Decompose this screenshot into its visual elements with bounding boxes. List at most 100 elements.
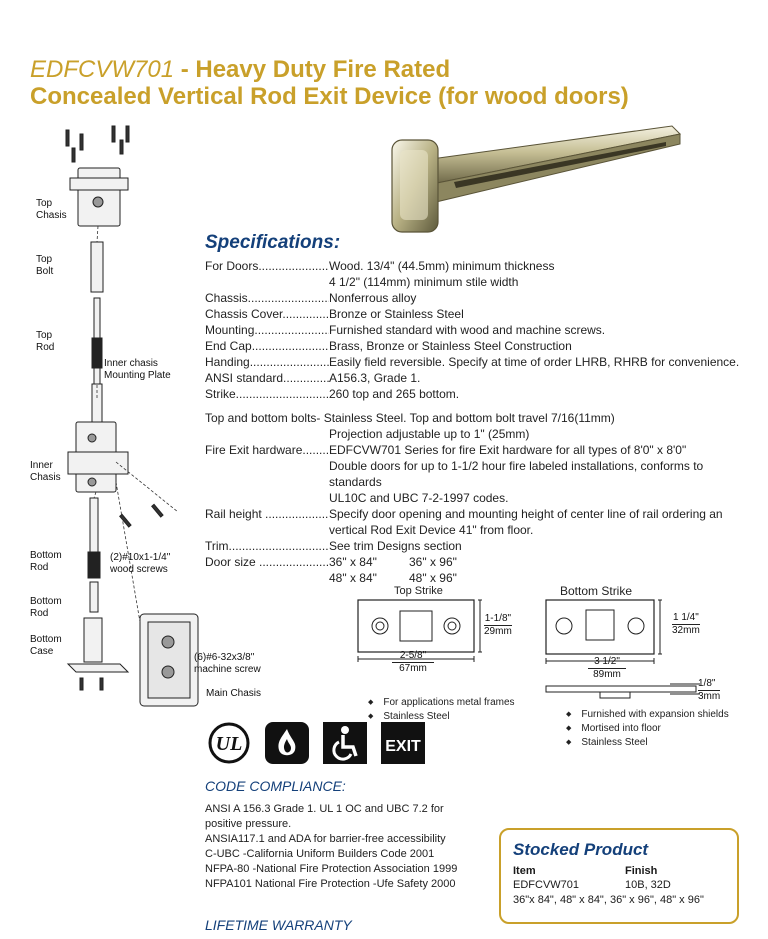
spec-label: Strike............................... xyxy=(205,387,329,401)
spec-value: A156.3, Grade 1. xyxy=(329,371,421,385)
spec-value: See trim Designs section xyxy=(329,539,462,553)
bottom-strike-width-frac: 3 1/2" xyxy=(588,656,626,669)
spec-row: Mounting..........................Furnis… xyxy=(205,322,755,338)
spec-row: For Doors.......................Wood. 13… xyxy=(205,258,755,274)
top-strike-height-mm: 29mm xyxy=(484,626,512,637)
spec-value: Wood. 13/4" (44.5mm) minimum thickness xyxy=(329,259,555,273)
label-bottom-rod-2: Bottom Rod xyxy=(30,596,62,619)
code-line: positive pressure. xyxy=(205,818,292,830)
spec-label: End Cap............................ xyxy=(205,339,329,353)
spec-row: Fire Exit hardware..........EDFCVW701 Se… xyxy=(205,442,755,458)
fire-rated-icon xyxy=(265,722,309,764)
door-size: 36" x 84" xyxy=(329,555,377,569)
top-strike-width-frac: 2-5/8" xyxy=(392,650,434,663)
spec-bolts-line: Top and bottom bolts- Stainless Steel. T… xyxy=(205,411,615,425)
spec-row: vertical Rod Exit Device 41" from floor. xyxy=(205,522,755,538)
spec-value: vertical Rod Exit Device 41" from floor. xyxy=(329,523,534,537)
lifetime-warranty: LIFETIME WARRANTY xyxy=(205,917,352,933)
ul-icon-text: UL xyxy=(216,733,243,755)
bullet: Mortised into floor xyxy=(566,722,729,736)
spec-row: End Cap............................Brass… xyxy=(205,338,755,354)
stock-finish: 10B, 32D xyxy=(625,879,671,891)
exit-icon-text: EXIT xyxy=(385,738,421,755)
top-strike-width-mm: 67mm xyxy=(399,663,427,674)
label-top-bolt: Top Bolt xyxy=(36,254,54,277)
spec-value: UL10C and UBC 7-2-1997 codes. xyxy=(329,491,509,505)
spec-label xyxy=(205,490,329,506)
top-strike-height: 1-1/8" 29mm xyxy=(484,613,512,638)
page-title: EDFCVW701 - Heavy Duty Fire Rated Concea… xyxy=(30,56,750,110)
spec-label xyxy=(205,426,329,442)
label-inner-chasis: Inner Chasis xyxy=(30,460,61,483)
bullet: For applications metal frames xyxy=(368,696,514,710)
code-line: NFPA-80 -National Fire Protection Associ… xyxy=(205,863,458,875)
spec-label: Door size ....................... xyxy=(205,555,329,569)
spec-value: EDFCVW701 Series for fire Exit hardware … xyxy=(329,443,687,457)
ul-listed-icon: UL xyxy=(208,722,250,764)
spec-row: 4 1/2" (114mm) minimum stile width xyxy=(205,274,755,290)
bottom-strike-thick-frac: 1/8" xyxy=(698,678,721,691)
spec-row: Chassis Cover.................Bronze or … xyxy=(205,306,755,322)
code-compliance-list: ANSI A 156.3 Grade 1. UL 1 OC and UBC 7.… xyxy=(205,802,485,892)
bullet: Stainless Steel xyxy=(566,736,729,750)
spec-row: Handing.............................Easi… xyxy=(205,354,755,370)
spec-label: ANSI standard................ xyxy=(205,371,329,385)
bottom-strike-thick-mm: 3mm xyxy=(698,691,721,702)
bottom-strike-drawing xyxy=(545,599,700,699)
code-line: ANSIA117.1 and ADA for barrier-free acce… xyxy=(205,833,446,845)
title-model: EDFCVW701 xyxy=(30,56,175,83)
spec-value: Bronze or Stainless Steel xyxy=(329,307,464,321)
bottom-strike-title: Bottom Strike xyxy=(560,584,633,598)
spec-value: Easily field reversible. Specify at time… xyxy=(329,355,740,369)
finish-header: Finish xyxy=(625,865,658,877)
title-line2: Concealed Vertical Rod Exit Device (for … xyxy=(30,83,629,110)
spec-row-door-size: Door size ....................... 36" x … xyxy=(205,554,755,586)
top-strike-height-frac: 1-1/8" xyxy=(484,613,512,626)
spec-row: Double doors for up to 1-1/2 hour fire l… xyxy=(205,458,755,490)
code-compliance-heading: CODE COMPLIANCE: xyxy=(205,778,346,794)
spec-label: For Doors....................... xyxy=(205,259,329,273)
exploded-diagram xyxy=(65,125,199,707)
bullet: Stainless Steel xyxy=(368,710,515,724)
spec-value: 260 top and 265 bottom. xyxy=(329,387,460,401)
spec-value: Double doors for up to 1-1/2 hour fire l… xyxy=(329,459,704,489)
spec-row: Strike...............................260… xyxy=(205,386,755,402)
spec-label xyxy=(205,274,329,290)
spec-label: Fire Exit hardware.......... xyxy=(205,443,329,457)
spec-row: Rail height ...................Specify d… xyxy=(205,506,755,522)
bullet: Furnished with expansion shields xyxy=(566,708,728,722)
bottom-strike-bullets: Furnished with expansion shields Mortise… xyxy=(566,708,729,750)
spec-row: Chassis.............................Nonf… xyxy=(205,290,755,306)
spec-label: Handing............................. xyxy=(205,355,329,369)
code-line: NFPA101 National Fire Protection -Ufe Sa… xyxy=(205,878,456,890)
spec-value: Brass, Bronze or Stainless Steel Constru… xyxy=(329,339,572,353)
stock-sizes: 36"x 84", 48" x 84", 36" x 96", 48" x 96… xyxy=(513,894,704,906)
bottom-strike-height: 1 1/4" 32mm xyxy=(672,612,700,637)
spec-label: Chassis............................. xyxy=(205,291,329,305)
label-bottom-rod: Bottom Rod xyxy=(30,550,62,573)
spec-value: Furnished standard with wood and machine… xyxy=(329,323,606,337)
top-strike-width: 2-5/8" 67mm xyxy=(392,650,434,675)
door-size: 48" x 96" xyxy=(409,571,457,585)
spec-label: Mounting.......................... xyxy=(205,323,329,337)
label-wood-screws: (2)#10x1-1/4" wood screws xyxy=(110,552,171,575)
spec-row: UL10C and UBC 7-2-1997 codes. xyxy=(205,490,755,506)
code-line: C-UBC -California Uniform Builders Code … xyxy=(205,848,435,860)
stocked-product-heading: Stocked Product xyxy=(513,840,649,859)
stock-item-row: EDFCVW701 10B, 32D xyxy=(513,878,725,892)
bottom-strike-height-mm: 32mm xyxy=(672,625,700,636)
spec-label: Trim.................................. xyxy=(205,539,329,553)
bottom-strike-thickness: 1/8" 3mm xyxy=(698,678,721,703)
spec-row: Trim..................................Se… xyxy=(205,538,755,554)
bottom-strike-width-mm: 89mm xyxy=(593,669,621,680)
spec-row: Projection adjustable up to 1" (25mm) xyxy=(205,426,755,442)
spec-label: Rail height ................... xyxy=(205,507,329,521)
top-strike-bullets: For applications metal frames Stainless … xyxy=(368,696,515,724)
spec-value: Specify door opening and mounting height… xyxy=(329,507,723,521)
bottom-strike-height-frac: 1 1/4" xyxy=(672,612,700,625)
door-size: 48" x 84" xyxy=(329,571,377,585)
top-strike-title: Top Strike xyxy=(394,585,443,597)
bottom-strike-width: 3 1/2" 89mm xyxy=(588,656,626,681)
stock-header-row: Item Finish xyxy=(513,864,725,878)
label-top-chasis: Top Chasis xyxy=(36,198,67,221)
